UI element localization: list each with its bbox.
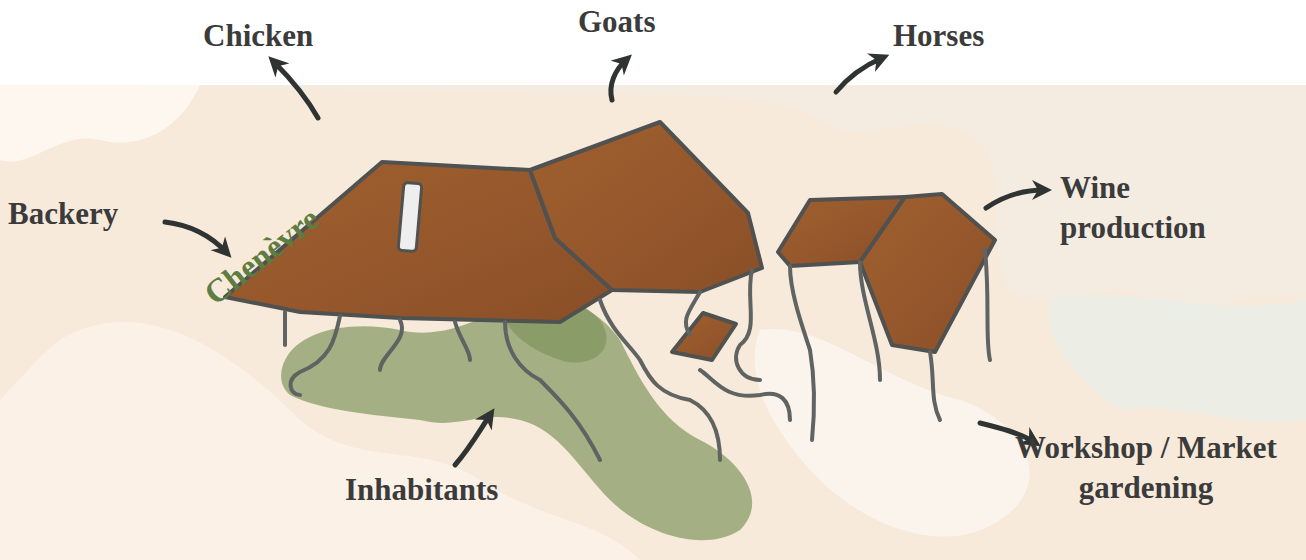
leader-arrow [986,190,1044,208]
leader-arrow [274,62,318,118]
roof [860,194,995,352]
area-label: Wine production [1060,168,1280,249]
area-label: Backery [8,194,118,234]
leader-arrow [611,60,626,100]
area-label: Inhabitants [345,470,498,510]
ground [0,85,1306,560]
roof [672,313,736,360]
leader-arrow [455,415,490,465]
leader-arrow [165,222,226,252]
roof [530,122,762,292]
wash [0,85,1306,310]
area-label: Chicken [203,16,313,56]
area-label: Goats [578,2,656,42]
wash [1048,294,1306,422]
wash [0,85,200,162]
area-label: Workshop / Market gardening [996,428,1296,509]
area-label: Horses [893,16,984,56]
roof-window [398,182,422,251]
leader-arrow [836,58,882,92]
